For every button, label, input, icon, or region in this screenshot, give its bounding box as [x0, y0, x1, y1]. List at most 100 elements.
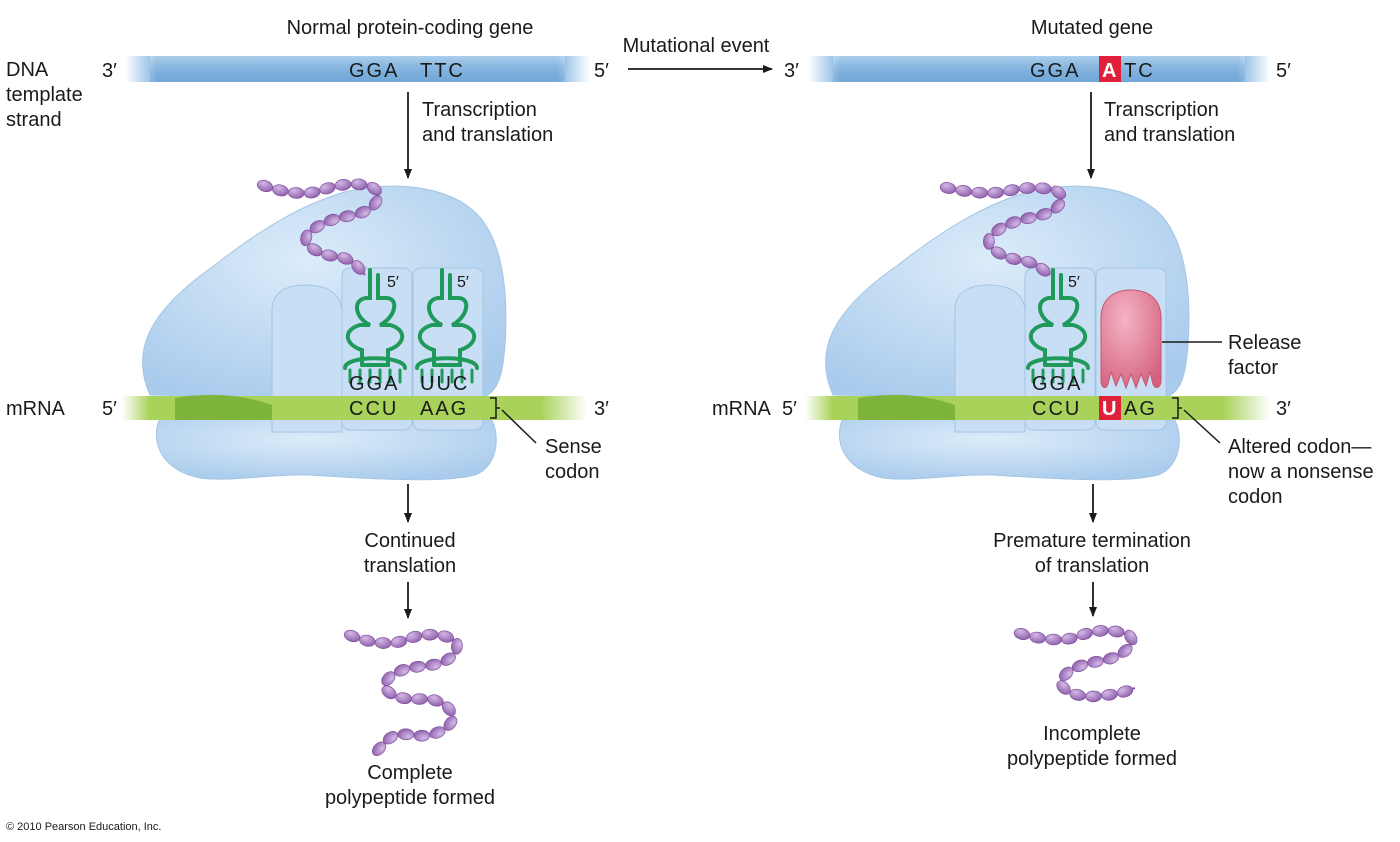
right-growing-polypeptide	[939, 182, 1066, 277]
right-transcription-label-1: Transcription	[1104, 99, 1219, 121]
mutational-event-label: Mutational event	[623, 35, 770, 57]
left-mrna-3prime: 3′	[594, 398, 609, 420]
amino-acid-bead	[1108, 625, 1125, 638]
left-growing-polypeptide	[256, 178, 383, 276]
amino-acid-bead	[1103, 652, 1120, 665]
amino-acid-bead	[390, 635, 408, 648]
amino-acid-bead	[319, 182, 336, 195]
right-mrna-mutated-base: U	[1102, 398, 1118, 420]
left-anticodon-2: UUC	[420, 373, 469, 395]
right-mrna-5prime: 5′	[782, 398, 797, 420]
left-dna-strand	[125, 56, 590, 82]
right-transcription-label-2: and translation	[1104, 124, 1235, 146]
amino-acid-bead	[443, 715, 458, 731]
right-anticodon: GGA	[1032, 373, 1082, 395]
dna-label-line3: strand	[6, 109, 62, 131]
amino-acid-bead	[1029, 631, 1046, 644]
mrna-mutation-highlight	[1099, 396, 1121, 420]
premature-termination-label-2: of translation	[1035, 555, 1150, 577]
amino-acid-bead	[343, 629, 361, 643]
right-dna-seq-a: GGA	[1030, 60, 1080, 82]
right-mrna-3prime: 3′	[1276, 398, 1291, 420]
amino-acid-bead	[359, 634, 376, 647]
release-factor-label-2: factor	[1228, 357, 1278, 379]
left-trna-2-5prime: 5′	[457, 274, 469, 291]
right-dna-seq-rest: TC	[1124, 60, 1155, 82]
premature-termination-label-1: Premature termination	[993, 530, 1191, 552]
right-dna-strand	[808, 56, 1270, 82]
right-mrna-codon-rest: AG	[1124, 398, 1157, 420]
amino-acid-bead	[309, 220, 325, 234]
right-dna-3prime: 3′	[784, 60, 799, 82]
amino-acid-bead	[421, 628, 439, 641]
complete-polypeptide-label-1: Complete	[367, 762, 453, 784]
left-mrna-codon-a: CCU	[349, 398, 398, 420]
complete-polypeptide	[343, 628, 463, 757]
amino-acid-bead	[303, 186, 321, 199]
amino-acid-bead	[366, 181, 382, 196]
incomplete-polypeptide-label-2: polypeptide formed	[1007, 748, 1177, 770]
amino-acid-bead	[1050, 199, 1065, 214]
right-dna-5prime: 5′	[1276, 60, 1291, 82]
left-dna-seq-b: TTC	[420, 60, 465, 82]
left-trna-1	[343, 268, 407, 384]
amino-acid-bead	[437, 630, 454, 643]
left-trna-2	[415, 268, 479, 384]
amino-acid-bead	[337, 252, 354, 265]
amino-acid-bead	[409, 660, 426, 673]
dna-mutation-highlight	[1099, 56, 1121, 82]
dna-label-line1: DNA	[6, 59, 49, 81]
amino-acid-bead	[1116, 685, 1134, 698]
left-callout-leader	[501, 409, 537, 444]
altered-codon-label-1: Altered codon—	[1228, 436, 1371, 458]
left-mrna-ribbon	[175, 394, 272, 420]
right-trna-5prime: 5′	[1068, 274, 1080, 291]
amino-acid-bead	[955, 185, 972, 197]
amino-acid-bead	[406, 630, 423, 643]
amino-acid-bead	[395, 692, 412, 705]
amino-acid-bead	[1076, 627, 1093, 641]
right-codon-bracket	[1172, 397, 1182, 419]
right-dna-mutated-base: A	[1102, 60, 1118, 82]
left-anticodon-1: GGA	[349, 373, 399, 395]
altered-codon-label-2: now a nonsense	[1228, 461, 1374, 483]
amino-acid-bead	[374, 637, 392, 649]
left-mrna-label: mRNA	[6, 398, 66, 420]
right-small-subunit	[838, 417, 1180, 481]
right-mrna-label: mRNA	[712, 398, 772, 420]
mutated-gene-title: Mutated gene	[1031, 17, 1153, 39]
amino-acid-bead	[381, 671, 396, 686]
amino-acid-bead	[397, 728, 415, 741]
left-dna-3prime: 3′	[102, 60, 117, 82]
left-trna-1-5prime: 5′	[387, 274, 399, 291]
amino-acid-bead	[413, 729, 431, 742]
left-transcription-label-2: and translation	[422, 124, 553, 146]
release-factor-label-1: Release	[1228, 332, 1301, 354]
amino-acid-bead	[1124, 629, 1138, 646]
right-callout-leader	[1183, 409, 1221, 444]
right-trna	[1026, 268, 1090, 384]
amino-acid-bead	[425, 658, 442, 671]
continued-translation-label-1: Continued	[364, 530, 455, 552]
amino-acid-bead	[987, 186, 1004, 199]
amino-acid-bead	[451, 638, 463, 655]
amino-acid-bead	[372, 741, 387, 757]
amino-acid-bead	[1056, 680, 1071, 695]
amino-acid-bead	[300, 229, 313, 246]
amino-acid-bead	[287, 187, 305, 199]
continued-translation-label-2: translation	[364, 555, 456, 577]
amino-acid-bead	[1087, 655, 1104, 668]
right-mrna-ribbon	[858, 394, 955, 420]
left-transcription-label-1: Transcription	[422, 99, 537, 121]
sense-codon-label-2: codon	[545, 461, 600, 483]
amino-acid-bead	[939, 182, 957, 194]
amino-acid-bead	[1069, 688, 1086, 701]
copyright-notice: © 2010 Pearson Education, Inc.	[6, 821, 161, 833]
altered-codon-label-3: codon	[1228, 486, 1283, 508]
amino-acid-bead	[991, 222, 1007, 237]
left-dna-seq-a: GGA	[349, 60, 399, 82]
amino-acid-bead	[272, 184, 289, 197]
left-mrna-5prime: 5′	[102, 398, 117, 420]
amino-acid-bead	[1035, 262, 1051, 277]
